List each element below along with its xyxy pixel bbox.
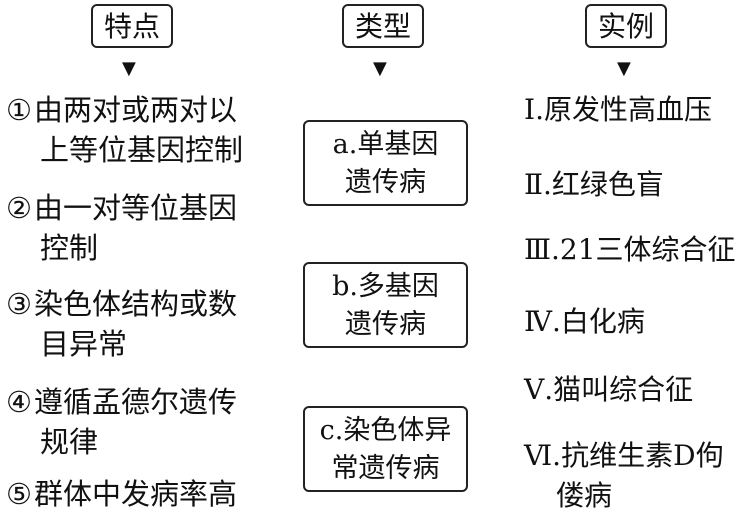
example-line: .白化病: [551, 305, 645, 338]
features-header: 特点: [91, 4, 173, 48]
feature-line: 由两对或两对以: [34, 93, 238, 127]
type-line: 遗传病: [345, 167, 426, 198]
example-number: Ⅵ: [524, 439, 553, 472]
feature-line: 群体中发病率高: [34, 477, 238, 511]
feature-item-1: ①由两对或两对以 上等位基因控制: [6, 90, 268, 170]
type-box-polygenic: b.多基因 遗传病: [303, 262, 468, 348]
example-line: .抗维生素D佝: [552, 439, 724, 472]
feature-number: ②: [6, 191, 32, 225]
feature-number: ①: [6, 93, 32, 127]
feature-number: ④: [6, 385, 32, 419]
types-arrow-icon: ▼: [373, 58, 387, 79]
type-line: 常遗传病: [331, 453, 440, 484]
type-line: a.单基因: [332, 129, 439, 160]
feature-item-4: ④遵循孟德尔遗传 规律: [6, 382, 268, 462]
example-line: .21三体综合征: [551, 233, 736, 266]
example-number: Ⅰ: [524, 93, 536, 126]
feature-line: 遵循孟德尔遗传: [34, 385, 238, 419]
feature-line: 控制: [40, 231, 99, 265]
type-line: b.多基因: [332, 271, 439, 302]
feature-item-2: ②由一对等位基因 控制: [6, 188, 268, 268]
example-line: .猫叫综合征: [544, 373, 694, 406]
example-line: 偻病: [556, 479, 613, 512]
type-line: 遗传病: [345, 309, 426, 340]
feature-line: 染色体结构或数: [34, 287, 238, 321]
feature-item-5: ⑤群体中发病率高: [6, 474, 268, 514]
example-item-2: Ⅱ.红绿色盲: [524, 165, 664, 205]
types-header: 类型: [342, 4, 424, 48]
type-box-chromosomal: c.染色体异 常遗传病: [303, 406, 468, 492]
feature-number: ③: [6, 287, 32, 321]
type-line: c.染色体异: [319, 415, 452, 446]
example-item-5: Ⅴ.猫叫综合征: [524, 370, 693, 410]
features-arrow-icon: ▼: [122, 58, 136, 79]
feature-item-3: ③染色体结构或数 目异常: [6, 284, 268, 364]
examples-arrow-icon: ▼: [617, 58, 631, 79]
example-number: Ⅲ: [524, 233, 552, 266]
example-item-1: Ⅰ.原发性高血压: [524, 90, 712, 130]
type-box-single-gene: a.单基因 遗传病: [303, 120, 468, 206]
examples-header: 实例: [585, 4, 667, 48]
feature-number: ⑤: [6, 477, 32, 511]
example-number: Ⅱ: [524, 168, 544, 201]
example-line: .红绿色盲: [543, 168, 664, 201]
example-number: Ⅴ: [524, 373, 545, 406]
feature-line: 上等位基因控制: [40, 133, 244, 167]
example-number: Ⅳ: [524, 305, 552, 338]
feature-line: 规律: [40, 425, 99, 459]
feature-line: 由一对等位基因: [34, 191, 238, 225]
example-line: .原发性高血压: [535, 93, 712, 126]
example-item-4: Ⅳ.白化病: [524, 302, 645, 342]
example-item-3: Ⅲ.21三体综合征: [524, 230, 736, 270]
example-item-6: Ⅵ.抗维生素D佝 偻病: [524, 436, 724, 516]
feature-line: 目异常: [40, 327, 128, 361]
